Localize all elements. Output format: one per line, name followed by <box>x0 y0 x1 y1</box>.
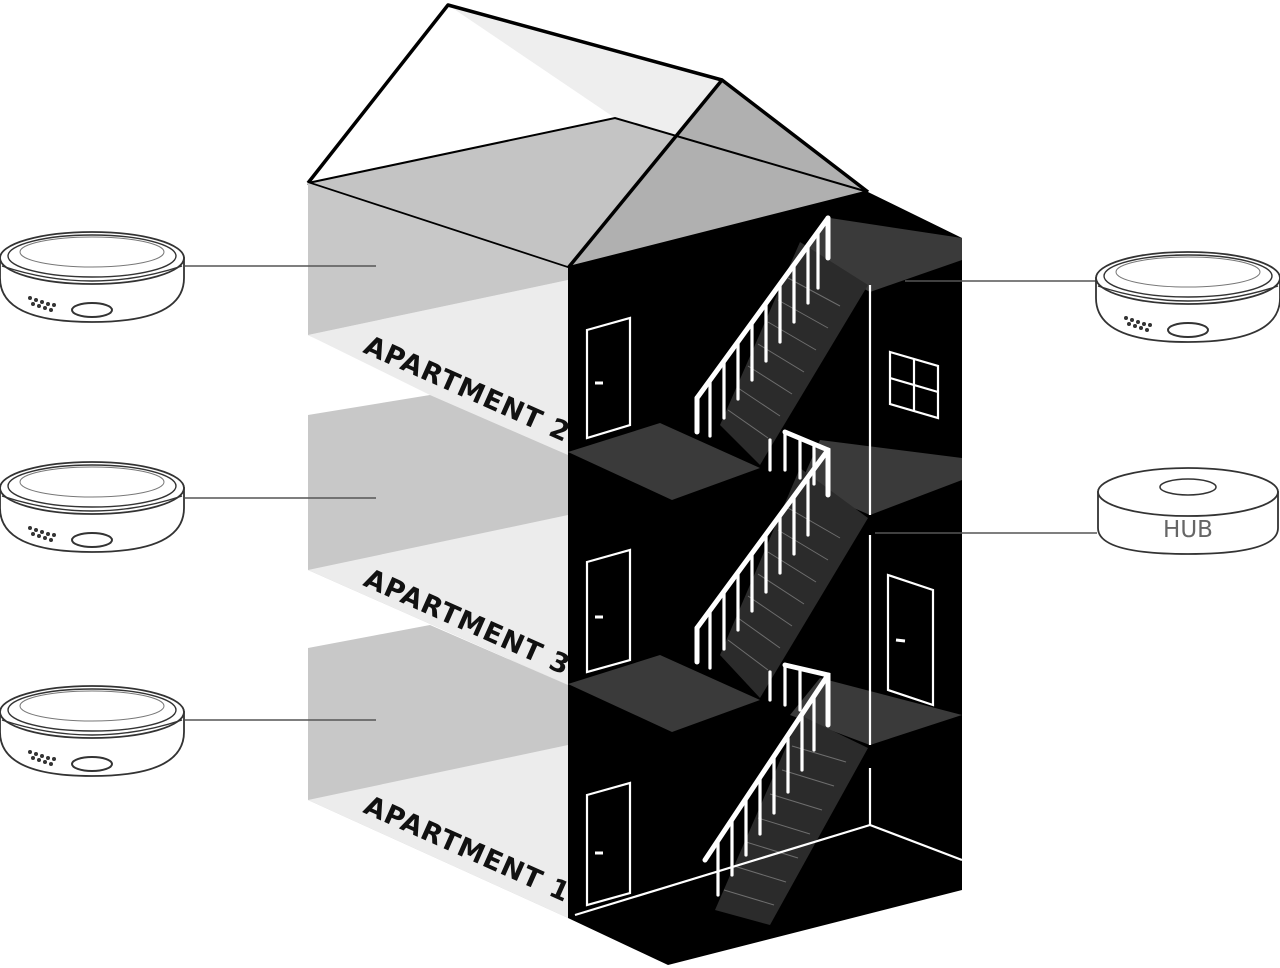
door-right <box>886 573 935 707</box>
roof-gable <box>568 80 868 268</box>
apartment-rooms <box>308 183 568 918</box>
window <box>888 350 940 420</box>
stairs-flight-upper <box>720 242 868 465</box>
door-lower-left <box>585 781 632 907</box>
landing-right-1 <box>800 440 962 515</box>
landing-left-1 <box>568 423 760 500</box>
hub-device: HUB <box>1097 467 1279 555</box>
smoke-detector-apartment-1 <box>0 685 185 777</box>
hub-label: HUB <box>1163 517 1213 543</box>
roof-back-edge <box>307 116 869 193</box>
stairs-flight-middle <box>720 468 868 698</box>
floor-top <box>308 280 568 455</box>
stairs-flight-lower <box>715 715 868 925</box>
handrail-middle <box>694 429 831 670</box>
door-upper-left <box>585 316 632 440</box>
roof-ridge-front <box>566 78 724 270</box>
landing-left-2 <box>568 655 760 732</box>
handrail-lower <box>702 662 831 897</box>
handrail-upper <box>694 215 831 438</box>
floor-middle <box>308 515 568 685</box>
floor-bottom <box>308 745 568 918</box>
landing-right-2 <box>790 678 962 745</box>
smoke-detector-stairwell <box>1095 251 1280 343</box>
stairwell <box>568 192 963 965</box>
smoke-detector-apartment-3 <box>0 461 185 553</box>
ground-line <box>574 823 963 917</box>
smoke-detector-apartment-2 <box>0 231 185 323</box>
door-middle-left <box>585 548 632 674</box>
roof-outline <box>306 3 870 194</box>
